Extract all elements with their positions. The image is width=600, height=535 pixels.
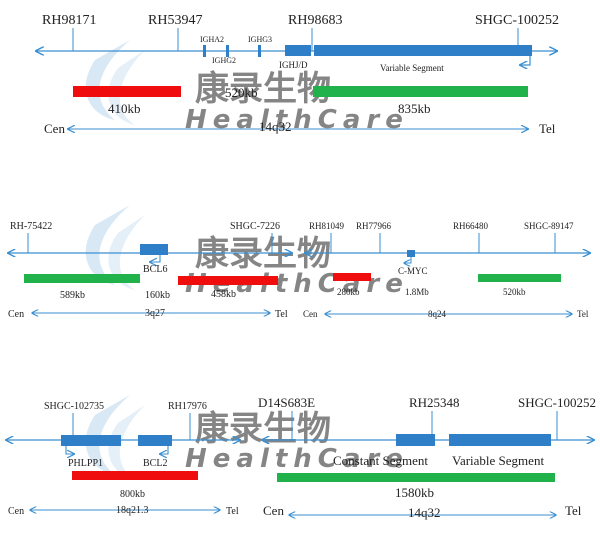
probe-size-label: 1580kb <box>395 485 434 500</box>
probe-size-label: 280kb <box>337 287 360 297</box>
marker-label: RH98683 <box>288 13 342 28</box>
gene-bcl6 <box>140 244 168 255</box>
watermark-cn: 康录生物 <box>195 409 331 449</box>
direction-arrow <box>160 446 169 454</box>
panel-myc: RH81049 RH77966 RH66480 SHGC-89147 C-MYC… <box>303 221 590 319</box>
gene-label: PHLPP1 <box>68 458 103 469</box>
gene-label: BCL6 <box>143 264 167 275</box>
panel-bcl2: SHGC-102735 RH17976 PHLPP1 BCL2 800kb Ce… <box>6 401 240 517</box>
tel-label: Tel <box>226 506 239 517</box>
gene-segment-ighjd <box>285 45 311 56</box>
gene-label: IGHG3 <box>248 35 272 44</box>
watermark-cn: 康录生物 <box>195 234 331 274</box>
cen-label: Cen <box>303 309 318 319</box>
probe-green <box>478 274 561 282</box>
marker-label: D14S683E <box>258 395 315 410</box>
cen-label: Cen <box>44 121 65 136</box>
gene-label: Constant Segment <box>333 453 428 468</box>
gene-label: IGHG2 <box>212 56 236 65</box>
band-label: 18q21.3 <box>116 505 149 516</box>
gene-segment-igha2 <box>203 45 206 57</box>
watermark-en: HealthCare <box>185 105 409 135</box>
probe-size-label: 589kb <box>60 290 85 301</box>
gene-segment-ighg3 <box>258 45 261 57</box>
gene-label: IGHJ/D <box>279 60 308 70</box>
marker-label: RH25348 <box>409 395 460 410</box>
gene-label: C-MYC <box>398 266 428 276</box>
marker-label: RH98171 <box>42 13 96 28</box>
gap-size-label: 520kb <box>225 85 258 100</box>
band-label: 14q32 <box>408 505 441 520</box>
marker-label: SHGC-89147 <box>524 221 574 231</box>
probe-red <box>333 273 371 281</box>
panel-igh-top: RH98171 RH53947 RH98683 SHGC-100252 IGHA… <box>36 13 559 136</box>
gene-c-myc <box>407 250 415 257</box>
probe-size-label: 458kb <box>211 289 236 300</box>
gene-constant-segment <box>396 434 435 446</box>
band-label: 8q24 <box>428 309 447 319</box>
cen-label: Cen <box>8 309 24 320</box>
tel-label: Tel <box>275 309 288 320</box>
gene-label: Variable Segment <box>380 63 444 73</box>
gap-size-label: 160kb <box>145 290 170 301</box>
probe-green <box>277 473 555 482</box>
probe-red <box>178 276 278 285</box>
watermark-cn: 康录生物 <box>195 69 331 109</box>
gene-phlpp1 <box>61 435 121 446</box>
marker-label: RH66480 <box>453 221 489 231</box>
gene-bcl2 <box>138 435 172 446</box>
tel-label: Tel <box>565 503 582 518</box>
marker-label: SHGC-100252 <box>475 13 559 28</box>
panel-igh-bottom: D14S683E RH25348 SHGC-100252 Constant Se… <box>258 395 596 520</box>
probe-green <box>24 274 140 283</box>
band-label: 3q27 <box>145 308 165 319</box>
tel-label: Tel <box>577 309 589 319</box>
watermark-en: HealthCare <box>185 444 409 474</box>
marker-label: RH53947 <box>148 13 202 28</box>
marker-label: RH77966 <box>356 221 392 231</box>
gene-segment-variable <box>314 45 532 56</box>
direction-arrow <box>150 255 161 262</box>
marker-label: RH-75422 <box>10 221 52 232</box>
marker-label: RH81049 <box>309 221 345 231</box>
cen-label: Cen <box>8 506 24 517</box>
marker-label: RH17976 <box>168 401 207 412</box>
probe-size-label: 520kb <box>503 287 526 297</box>
marker-label: SHGC-7226 <box>230 221 280 232</box>
gene-variable-segment <box>449 434 551 446</box>
cen-label: Cen <box>263 503 284 518</box>
probe-green <box>313 86 528 97</box>
gene-label: IGHA2 <box>200 35 224 44</box>
probe-size-label: 835kb <box>398 101 431 116</box>
marker-label: SHGC-100252 <box>518 395 596 410</box>
direction-arrow <box>65 446 74 454</box>
gene-segment-ighg2 <box>226 45 229 57</box>
probe-size-label: 410kb <box>108 101 141 116</box>
probe-red <box>73 86 181 97</box>
gene-label: BCL2 <box>143 458 167 469</box>
gap-size-label: 1.8Mb <box>405 287 429 297</box>
probe-red <box>72 471 198 480</box>
direction-arrow <box>404 257 412 263</box>
panel-bcl6: RH-75422 SHGC-7226 BCL6 589kb 160kb 458k… <box>8 221 292 320</box>
band-label: 14q32 <box>259 119 292 134</box>
marker-label: SHGC-102735 <box>44 401 104 412</box>
probe-size-label: 800kb <box>120 489 145 500</box>
watermark-bottom: 康录生物 HealthCare <box>85 395 409 480</box>
gene-label: Variable Segment <box>452 453 544 468</box>
tel-label: Tel <box>539 121 556 136</box>
direction-arrow <box>520 56 531 65</box>
